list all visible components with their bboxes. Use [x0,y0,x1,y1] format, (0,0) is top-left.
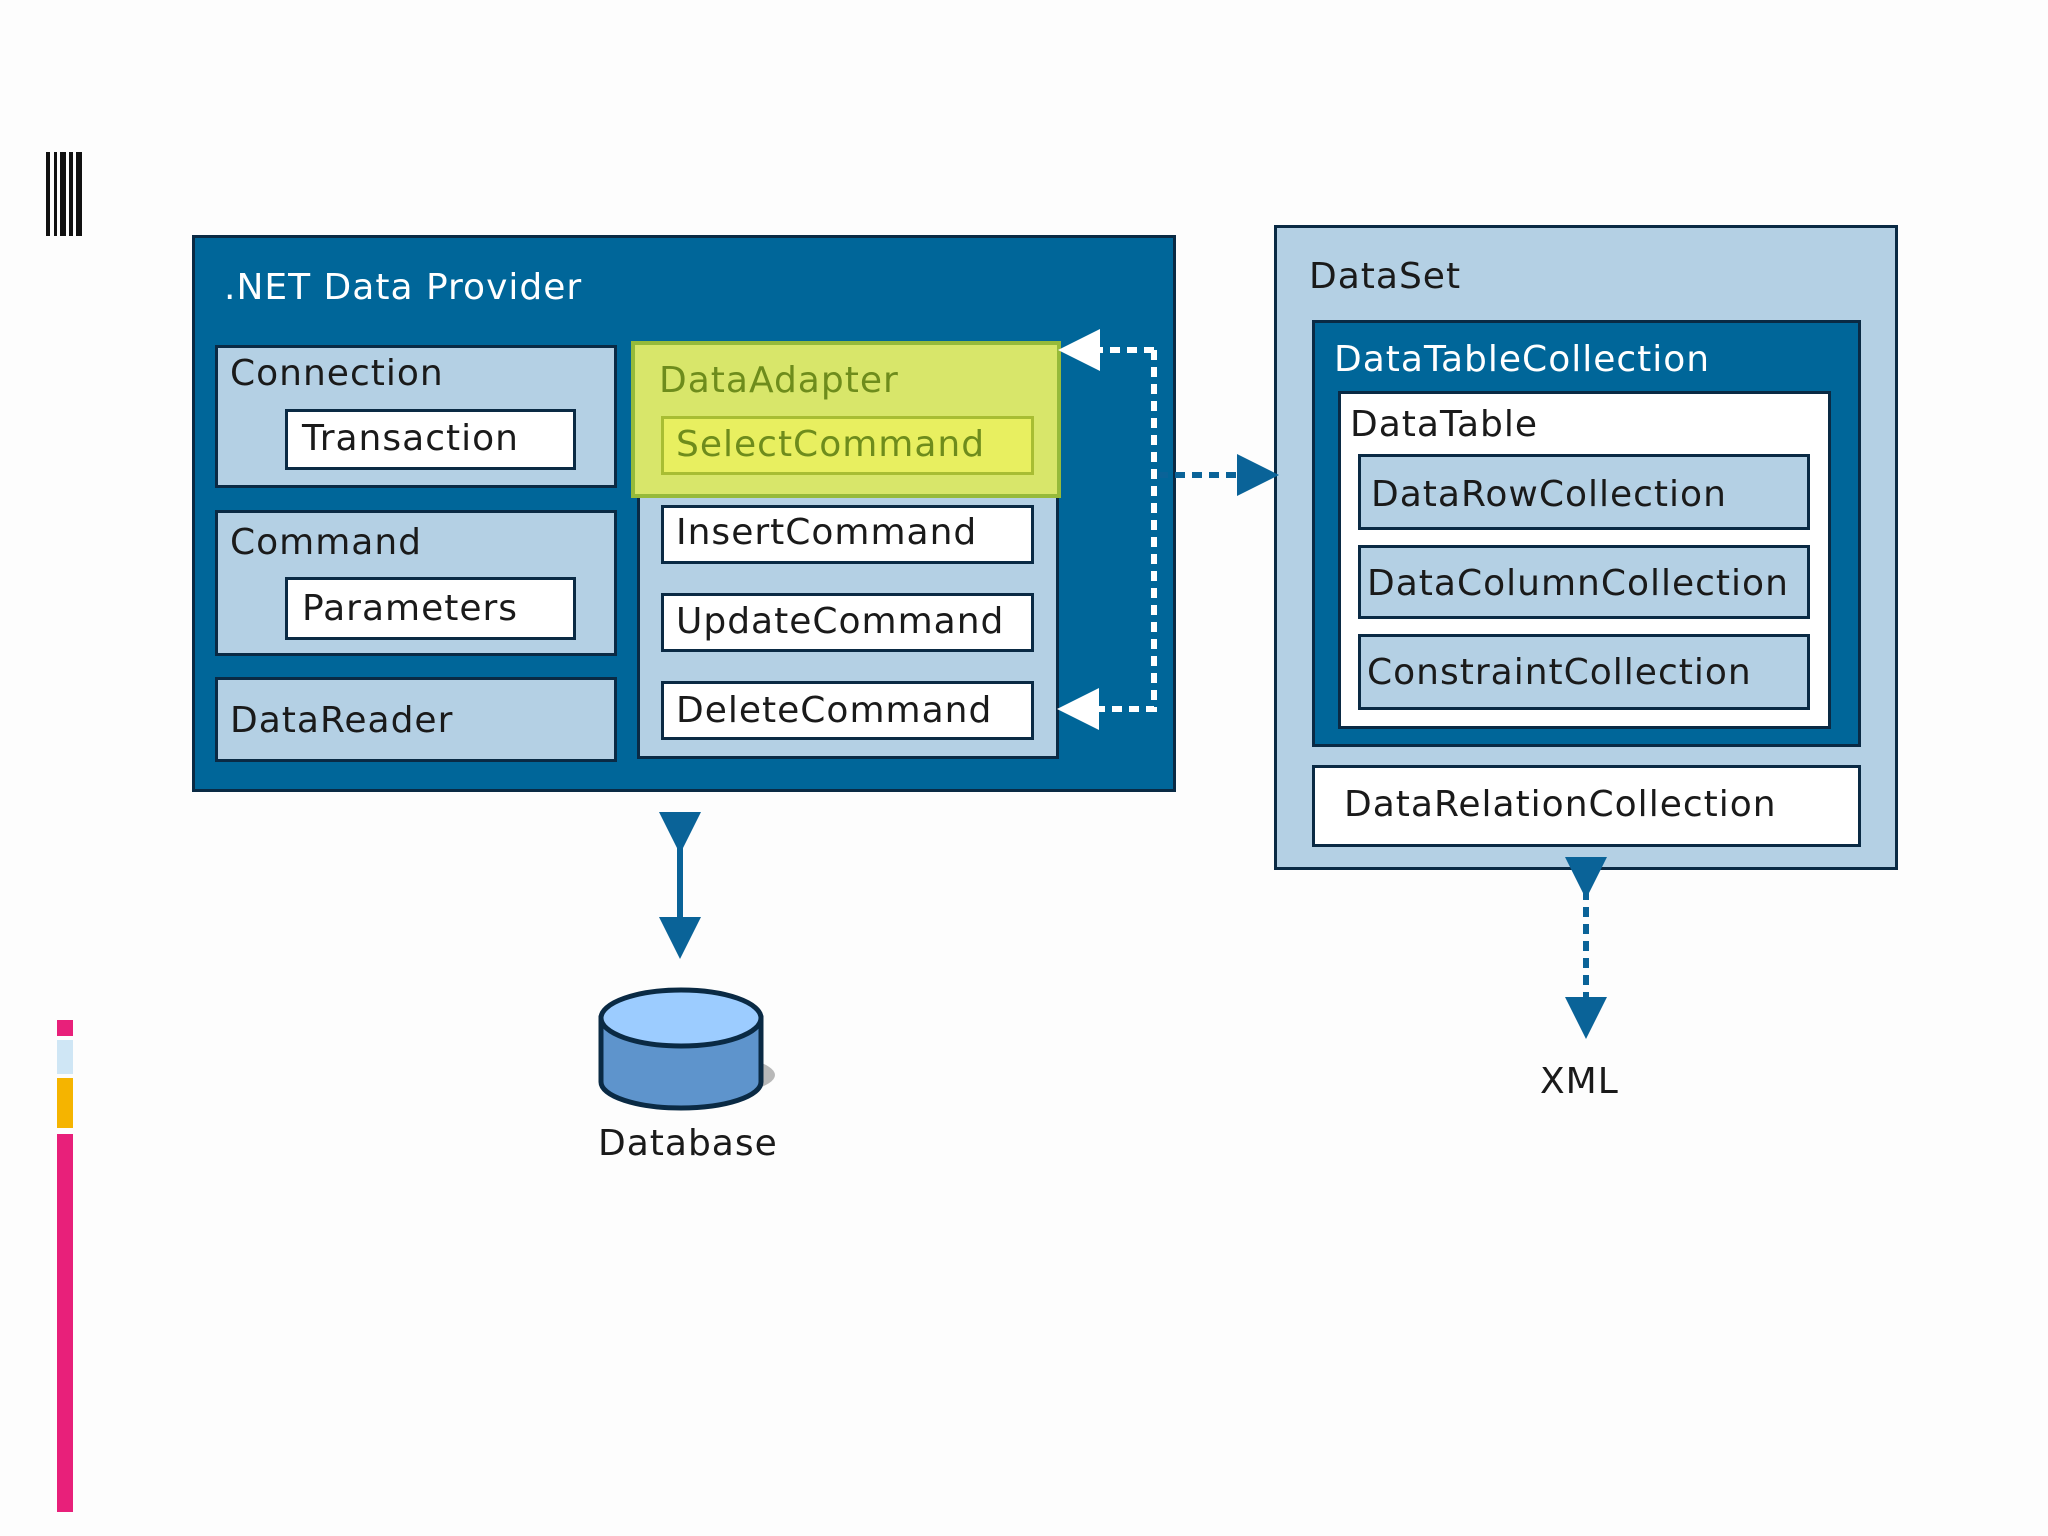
accent-bar-pink-top [57,1020,73,1036]
deletecommand-box [661,681,1034,740]
database-label: Database [598,1123,778,1164]
transaction-box [285,409,576,470]
datacolumncollection-label: DataColumnCollection [1367,563,1789,604]
dataadapter-label: DataAdapter [659,360,899,401]
datarowcollection-label: DataRowCollection [1371,474,1727,515]
selectcommand-box [661,416,1034,475]
updatecommand-label: UpdateCommand [676,601,1005,642]
xml-label: XML [1540,1061,1619,1102]
datarowcollection-box [1358,454,1810,530]
datatable-label: DataTable [1350,404,1539,445]
insertcommand-box [661,505,1034,564]
accent-bar-pink [57,1134,73,1512]
adapter-return-arrow [1057,350,1157,730]
connection-label: Connection [230,353,444,394]
accent-bar-orange [57,1078,73,1128]
command-label: Command [230,522,423,563]
updatecommand-box [661,593,1034,652]
insertcommand-label: InsertCommand [676,512,978,553]
datatablecollection-label: DataTableCollection [1334,339,1711,380]
dataset-title: DataSet [1309,256,1462,297]
datareader-box [215,677,617,762]
transaction-label: Transaction [302,418,519,459]
datarelationcollection-label: DataRelationCollection [1344,784,1777,825]
selectcommand-label: SelectCommand [676,424,986,465]
parameters-box [285,577,576,640]
datareader-label: DataReader [230,700,454,741]
datacolumncollection-box [1358,545,1810,619]
deletecommand-label: DeleteCommand [676,690,993,731]
parameters-label: Parameters [302,588,519,629]
datarelationcollection-box [1312,765,1861,847]
barcode-icon [46,152,82,236]
constraintcollection-label: ConstraintCollection [1367,652,1752,693]
constraintcollection-box [1358,634,1810,710]
database-icon [598,987,775,1111]
net-data-provider-title: .NET Data Provider [224,267,583,308]
accent-bar-pale [57,1040,73,1074]
